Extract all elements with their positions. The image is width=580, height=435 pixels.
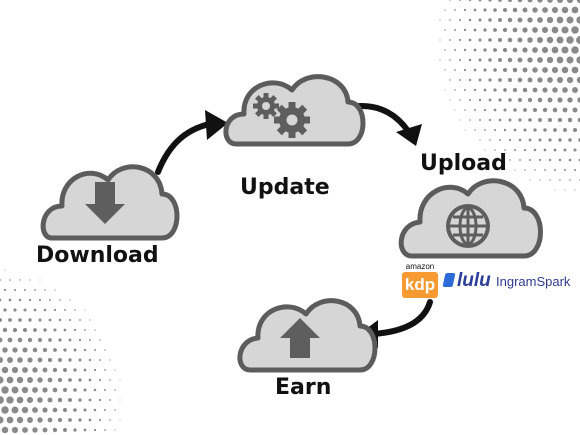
lulu-wordmark: lulu xyxy=(457,270,491,291)
halftone-pattern-bottom-left xyxy=(0,269,121,434)
download-cloud xyxy=(40,164,180,241)
upload-cloud xyxy=(398,178,543,259)
gears-icon xyxy=(253,93,310,138)
amazon-wordmark: amazon xyxy=(405,262,435,271)
lulu-mark-icon xyxy=(442,273,456,287)
download-arrow-icon xyxy=(85,182,125,224)
step-label-upload: Upload xyxy=(420,151,507,176)
step-label-earn: Earn xyxy=(275,375,332,400)
lulu-logo: lulu xyxy=(442,270,491,294)
kdp-wordmark: kdp xyxy=(402,272,438,298)
step-label-download: Download xyxy=(36,243,159,268)
arrow-download-to-update xyxy=(155,120,217,175)
arrow-update-to-upload-head xyxy=(396,124,422,146)
amazon-kdp-logo: amazon kdp xyxy=(400,262,440,298)
arrow-upload-to-earn xyxy=(369,299,433,337)
ingramspark-logo: IngramSpark xyxy=(496,274,571,289)
upload-arrow-icon xyxy=(280,318,320,358)
globe-icon xyxy=(446,204,490,248)
halftone-pattern-top-right xyxy=(439,0,580,191)
step-label-update: Update xyxy=(240,175,330,200)
earn-cloud xyxy=(237,298,378,373)
update-cloud xyxy=(223,74,366,147)
arrow-download-to-update-head xyxy=(205,110,228,140)
publisher-logos: amazon kdp lulu IngramSpark xyxy=(400,262,578,300)
